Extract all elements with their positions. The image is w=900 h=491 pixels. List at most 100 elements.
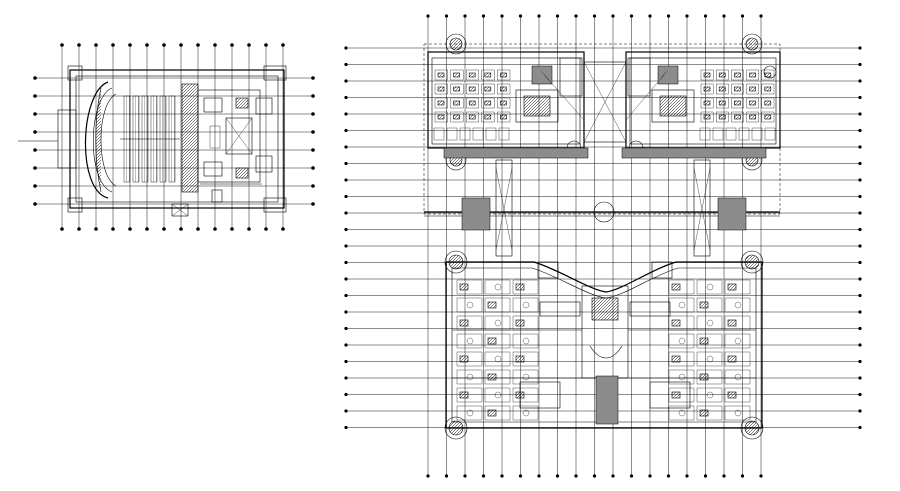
grid-marker — [33, 130, 37, 134]
room-cell — [446, 127, 458, 141]
grid-marker — [33, 148, 37, 152]
grid-marker — [344, 211, 348, 215]
grid-marker — [858, 277, 862, 281]
grid-marker — [145, 227, 149, 231]
grid-marker — [648, 14, 652, 18]
fixture — [459, 283, 469, 291]
room-cell — [725, 127, 737, 141]
grid-marker — [858, 359, 862, 364]
grid-marker — [196, 43, 200, 47]
desk — [734, 114, 741, 120]
fixture — [515, 319, 525, 327]
grid-marker — [740, 14, 745, 18]
room-cell — [484, 333, 511, 349]
desk — [468, 86, 476, 92]
desk — [468, 100, 476, 106]
grid-marker — [311, 112, 315, 116]
desk — [718, 100, 726, 106]
desk — [453, 86, 460, 92]
desk — [500, 114, 507, 120]
room-cell — [484, 405, 511, 421]
desk — [764, 114, 772, 120]
grid-marker — [344, 178, 348, 182]
fixture — [706, 319, 714, 327]
grid-marker — [311, 148, 315, 152]
desk — [484, 72, 492, 78]
fixture — [727, 283, 737, 291]
grid-marker — [344, 392, 348, 397]
room-cell — [484, 351, 511, 367]
upper-wing-boundary — [423, 43, 781, 215]
grid-marker — [858, 244, 862, 248]
grid-marker — [33, 202, 37, 206]
grid-marker — [344, 310, 348, 314]
grid-marker — [196, 227, 200, 231]
fixture — [515, 355, 525, 363]
desk — [453, 114, 460, 120]
grid-marker — [344, 62, 348, 67]
room-cell — [466, 97, 479, 109]
fixture — [487, 409, 497, 417]
room-cell — [716, 83, 729, 95]
room-cell — [456, 405, 483, 421]
room-cell — [700, 97, 714, 109]
fixture — [734, 301, 742, 309]
fixture — [706, 391, 714, 399]
desk — [764, 100, 772, 106]
fixture — [494, 319, 502, 327]
fixture — [699, 301, 709, 309]
grid-marker — [33, 94, 37, 98]
grid-marker — [33, 166, 37, 170]
fixture — [459, 319, 469, 327]
grid-marker — [33, 112, 37, 116]
room-cell — [433, 127, 445, 141]
grid-marker — [574, 14, 578, 18]
room-cell — [484, 369, 511, 385]
grid-marker — [518, 474, 523, 478]
desk — [734, 86, 741, 92]
room-cell — [450, 97, 464, 109]
room-cell — [761, 111, 775, 123]
grid-marker — [94, 227, 98, 231]
room-cell — [498, 127, 510, 141]
bottom-building — [444, 250, 764, 440]
grid-marker — [230, 227, 234, 231]
grid-marker — [444, 474, 449, 478]
desk — [453, 100, 460, 106]
grid-marker — [344, 277, 348, 281]
fixture — [522, 373, 530, 381]
fixture — [727, 355, 737, 363]
fixture — [699, 373, 709, 381]
grid-marker — [537, 14, 541, 18]
desk — [437, 72, 445, 78]
grid-marker — [611, 474, 615, 478]
desk — [718, 72, 726, 78]
room-cell — [456, 351, 483, 367]
grid-marker — [281, 227, 285, 231]
grid-marker — [94, 43, 98, 47]
grid-marker — [344, 409, 348, 413]
grid-marker — [666, 474, 671, 478]
grid-marker — [344, 145, 348, 149]
grid-marker — [740, 474, 745, 478]
grid-marker — [77, 227, 81, 231]
room-cell — [481, 97, 495, 109]
grid-marker — [611, 14, 615, 18]
desk — [500, 72, 507, 78]
fixture — [678, 373, 686, 381]
grid-marker — [858, 425, 862, 430]
room-cell — [456, 369, 483, 385]
fixture — [699, 409, 709, 417]
fixture — [515, 283, 525, 291]
room-cell — [731, 97, 744, 109]
desk — [500, 86, 507, 92]
desk — [484, 86, 492, 92]
fixture — [727, 319, 737, 327]
fixture — [459, 355, 469, 363]
desk — [718, 86, 726, 92]
grid-marker — [685, 474, 689, 478]
room-cell — [484, 279, 511, 295]
grid-marker — [344, 128, 348, 133]
desk — [703, 72, 711, 78]
